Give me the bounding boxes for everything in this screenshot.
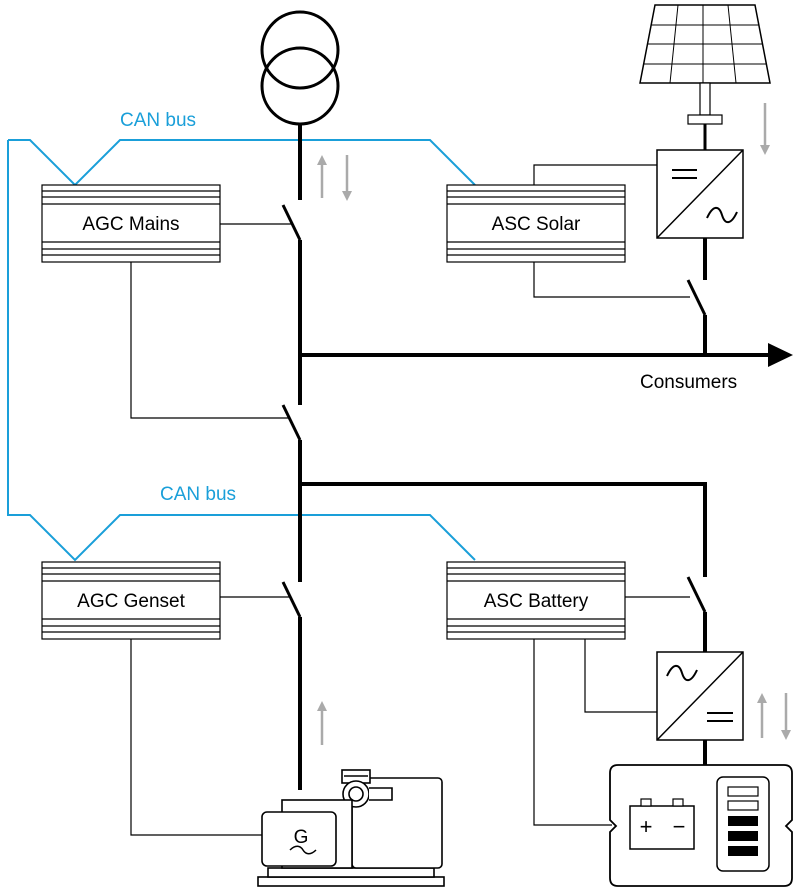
can-bus-top-label: CAN bus	[120, 110, 196, 131]
battery-feeder-line	[300, 482, 707, 765]
consumers-label: Consumers	[640, 372, 737, 393]
controller-asc-solar-label: ASC Solar	[492, 214, 581, 235]
generator-symbol-label: G	[294, 827, 309, 848]
breaker-icon-mains	[281, 204, 302, 241]
consumers-busbar	[300, 343, 793, 367]
controller-agc-genset-label: AGC Genset	[77, 591, 185, 612]
inverter-icon-battery	[656, 651, 744, 741]
generator-icon	[257, 769, 445, 887]
controller-asc-solar[interactable]	[446, 184, 626, 263]
bidirectional-flow-arrow-icon-battery	[757, 693, 791, 740]
controller-agc-mains-label: AGC Mains	[82, 214, 179, 235]
can-bus-bottom-label: CAN bus	[160, 484, 236, 505]
battery-minus-terminal: −	[673, 814, 686, 839]
controller-asc-battery[interactable]	[446, 561, 626, 640]
can-bus-top-line	[7, 139, 476, 562]
controller-asc-battery-label: ASC Battery	[484, 591, 589, 612]
control-wires	[130, 164, 690, 836]
bidirectional-flow-arrow-icon	[317, 155, 352, 201]
battery-icon	[609, 764, 793, 887]
transformer-icon	[260, 10, 340, 126]
breaker-icon-genset	[281, 581, 302, 618]
controller-agc-genset[interactable]	[41, 561, 221, 640]
battery-plus-terminal: +	[640, 814, 653, 839]
inverter-icon-solar	[656, 149, 744, 239]
breaker-icon-solar	[686, 279, 707, 316]
solar-panel-icon	[639, 4, 771, 125]
breaker-icon-bus-tie	[281, 404, 302, 441]
breaker-icon-battery	[686, 576, 707, 613]
